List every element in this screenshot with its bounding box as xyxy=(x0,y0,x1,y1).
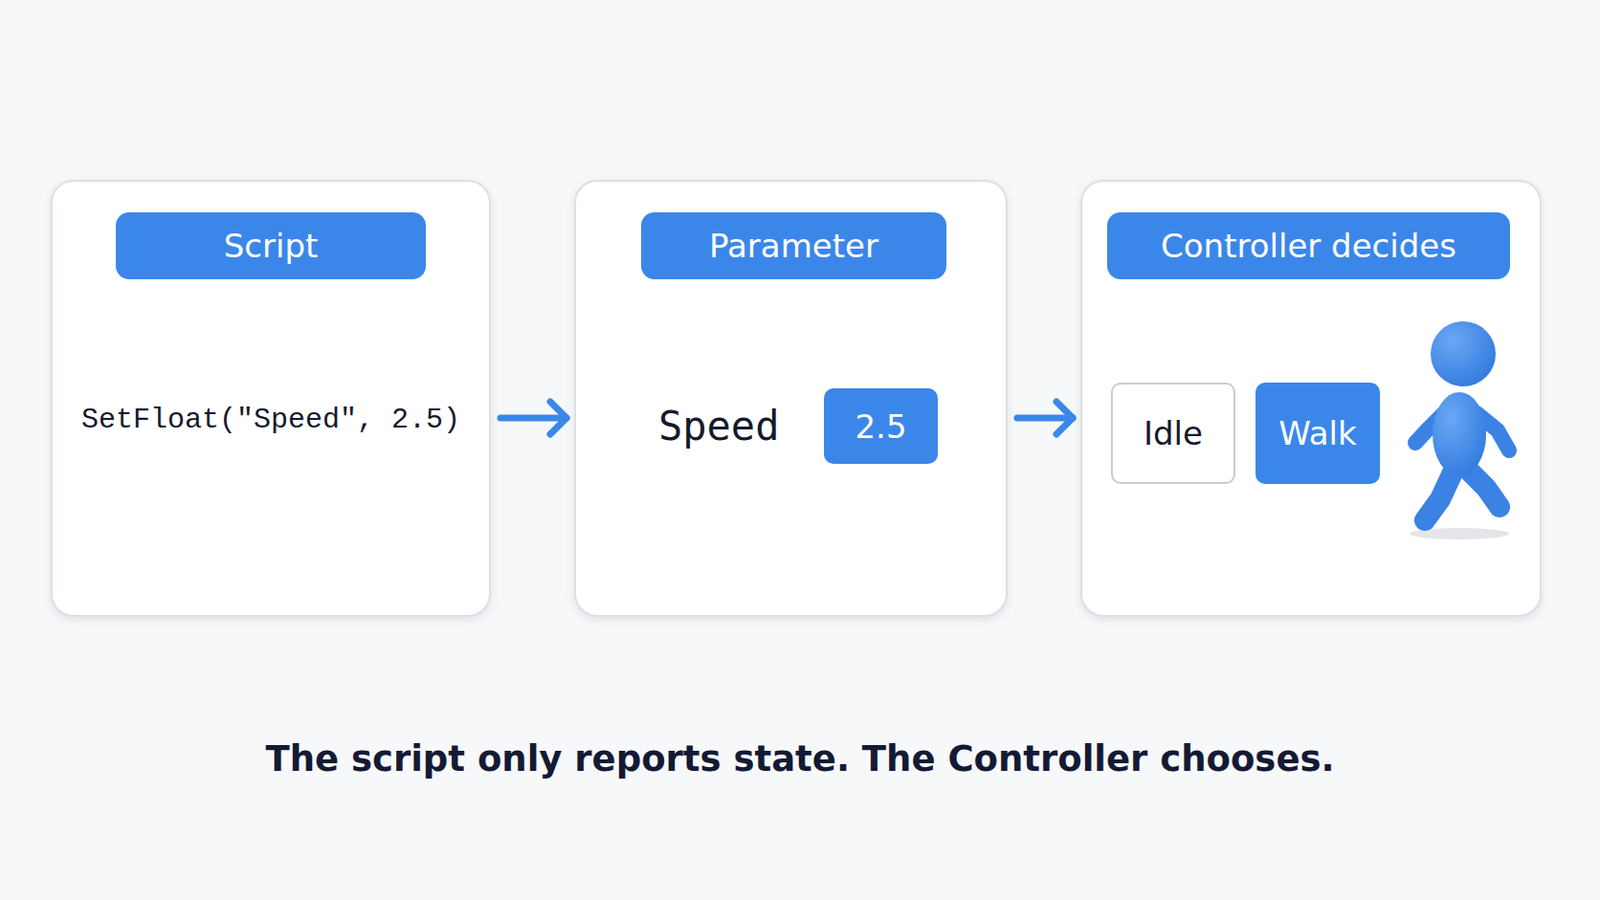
arrow-head xyxy=(1056,401,1073,435)
parameter-panel: ParameterSpeed 2.5 xyxy=(574,179,1008,618)
arrow-line xyxy=(500,415,567,423)
box-label: 2.5 xyxy=(854,407,907,446)
parameter-value: 2.5 xyxy=(823,388,938,465)
controller-panel: Controller decidesIdle Walk xyxy=(1080,179,1542,618)
box-label: Walk xyxy=(1278,414,1356,453)
caption: The script only reports state. The Contr… xyxy=(0,738,1600,780)
code-line: SetFloat("Speed", 2.5) xyxy=(58,396,484,445)
flow-arrow xyxy=(500,401,567,435)
arrow-head xyxy=(550,401,567,435)
panel-heading: Script xyxy=(115,212,426,280)
walking-figure xyxy=(1398,317,1523,543)
parameter-name: Speed xyxy=(658,388,810,465)
panel-heading: Controller decides xyxy=(1107,212,1511,280)
state-box: Idle xyxy=(1111,382,1236,485)
active-state-box: Walk xyxy=(1255,382,1380,485)
panel-heading: Parameter xyxy=(641,212,947,280)
arrow-line xyxy=(1017,415,1073,423)
box-label: Idle xyxy=(1143,414,1203,453)
script-panel: ScriptSetFloat("Speed", 2.5) xyxy=(50,179,491,618)
flow-arrow xyxy=(1017,401,1073,435)
